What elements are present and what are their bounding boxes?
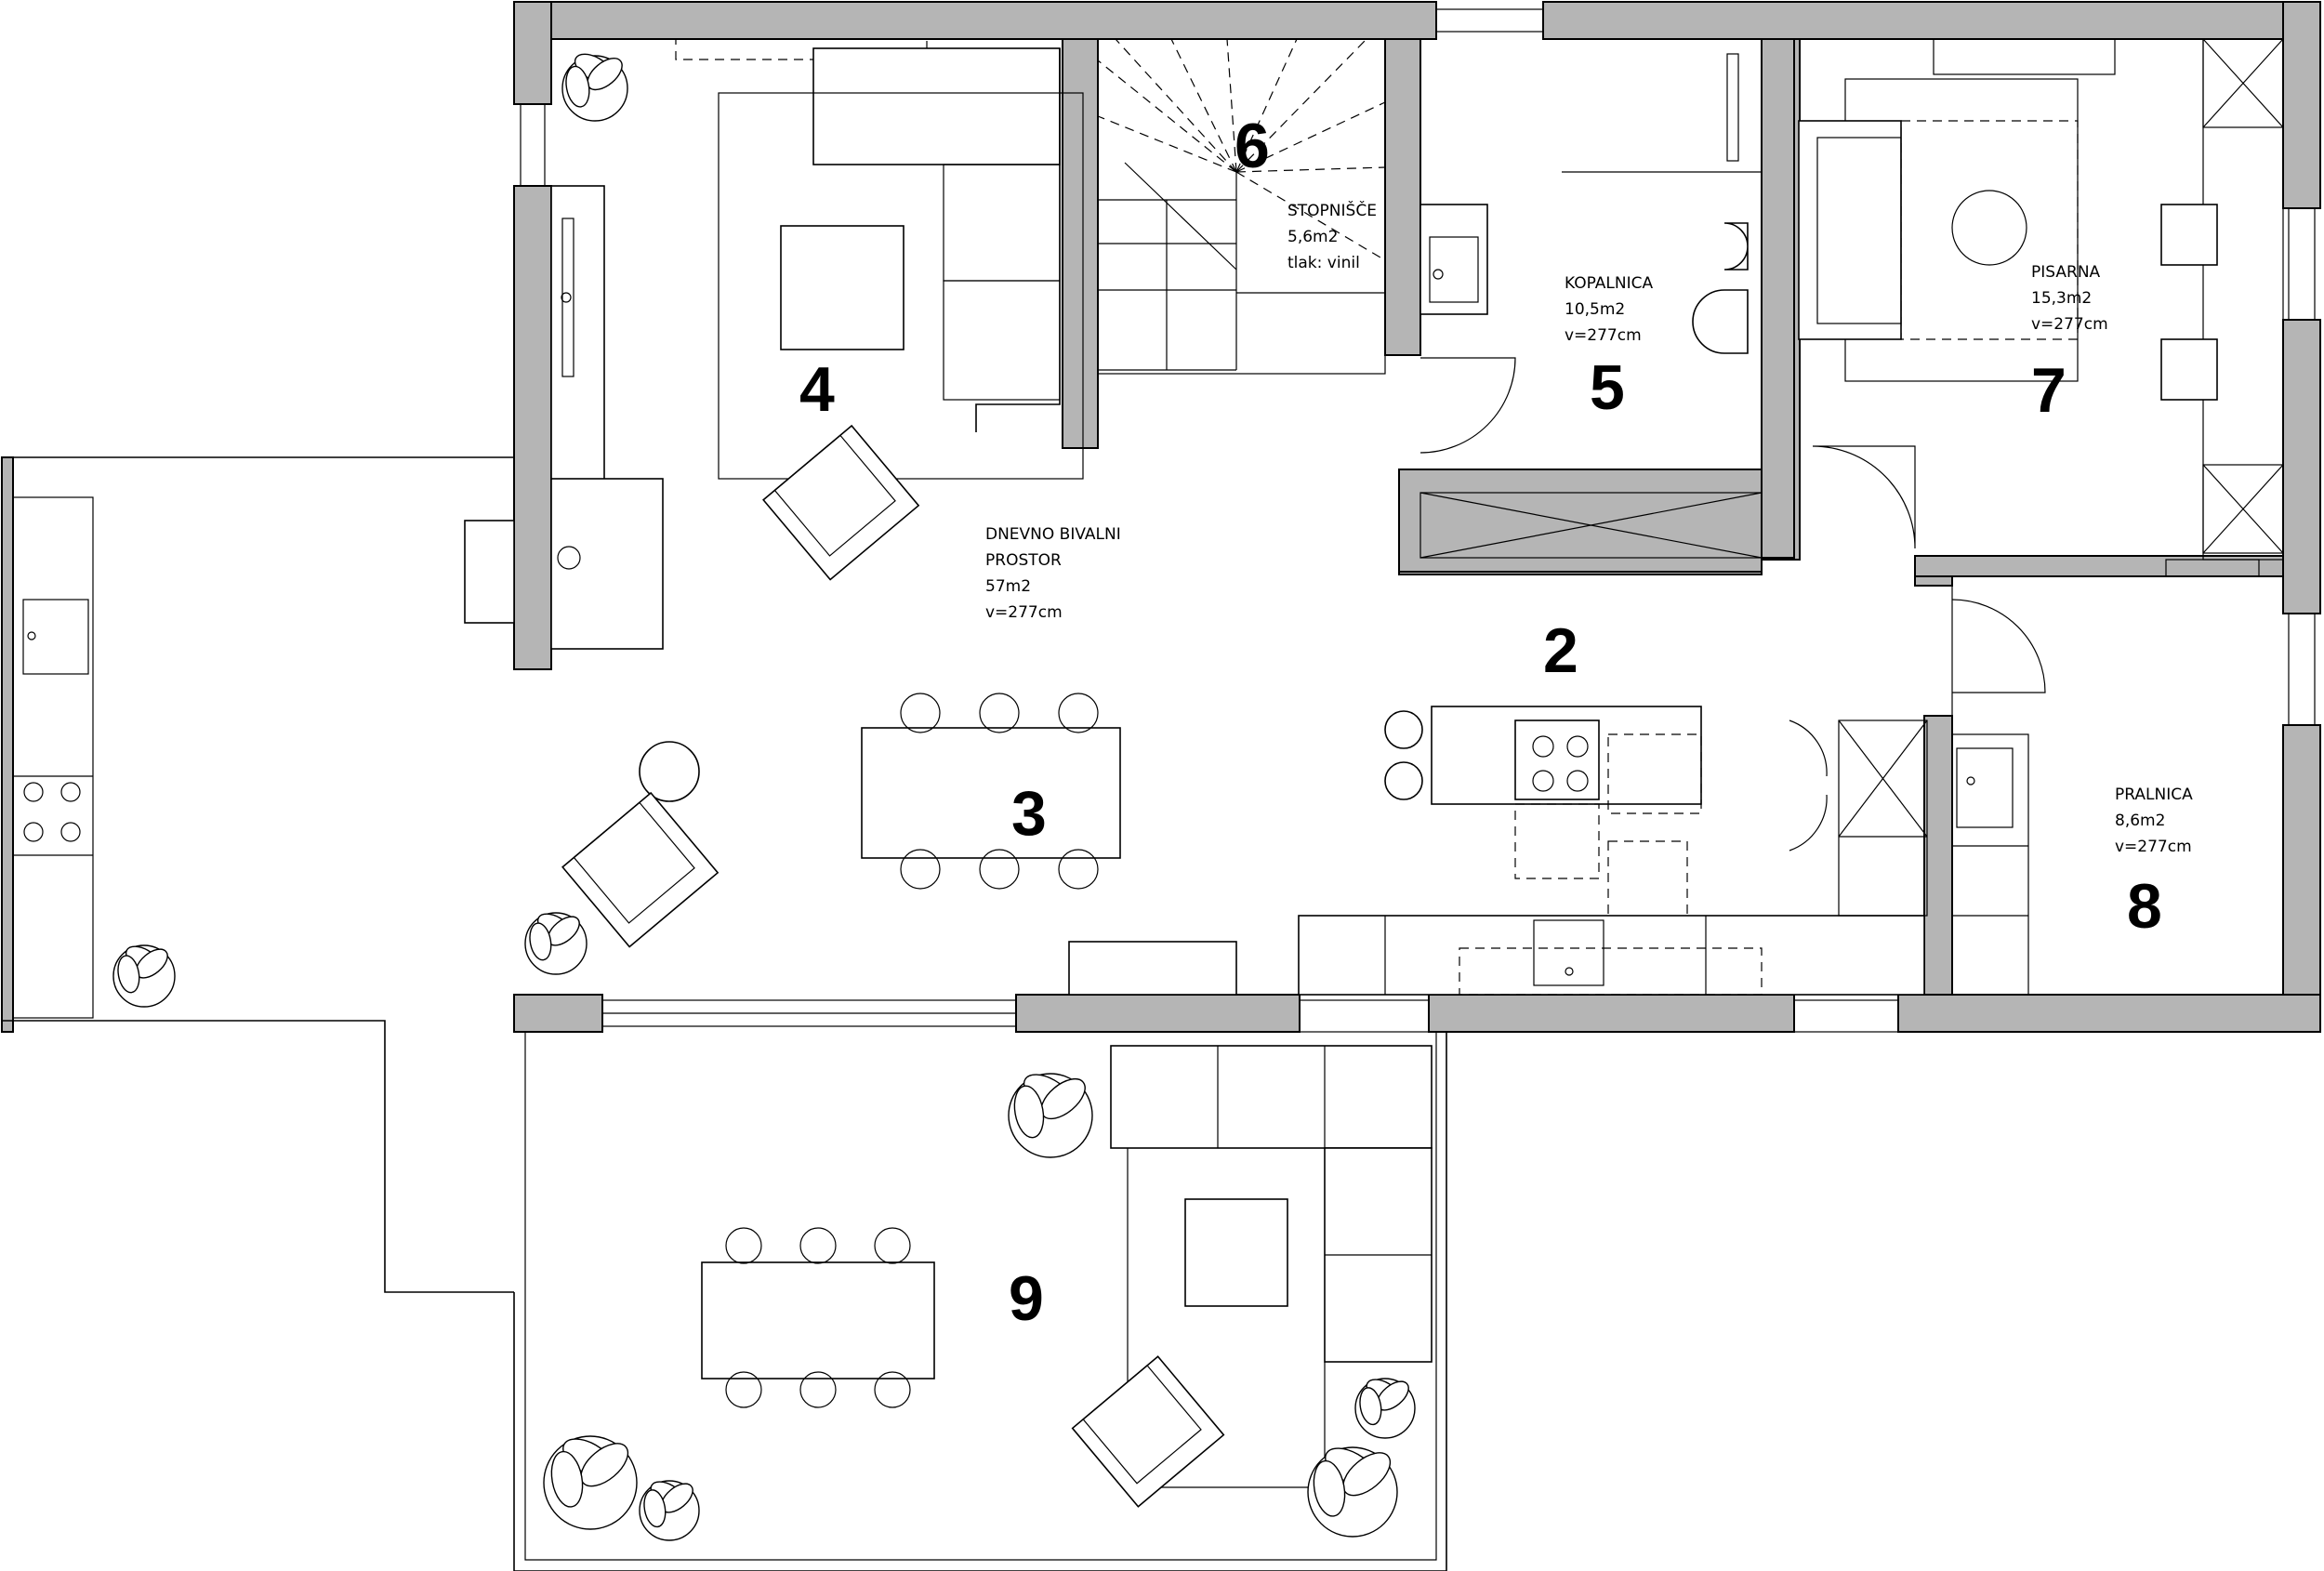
bathroom bbox=[1398, 53, 1763, 573]
room-number-9: 9 bbox=[1009, 1263, 1044, 1334]
room-number-7: 7 bbox=[2031, 355, 2067, 426]
kitchen bbox=[1298, 576, 1953, 996]
room-area-laundry: 8,6m2 bbox=[2115, 812, 2165, 830]
laundry bbox=[1951, 599, 2046, 996]
room-name-bathroom: KOPALNICA bbox=[1565, 274, 1653, 293]
room-labels: 2 3 4 5 6 7 8 9 DNEVNO BIVALNI PROSTOR 5… bbox=[799, 111, 2193, 1334]
room-area-bathroom: 10,5m2 bbox=[1565, 300, 1625, 319]
room-height-office: v=277cm bbox=[2031, 315, 2108, 334]
room-height-living: v=277cm bbox=[985, 603, 1063, 622]
room-number-6: 6 bbox=[1235, 111, 1270, 181]
room-number-2: 2 bbox=[1543, 615, 1578, 686]
room-number-4: 4 bbox=[799, 354, 835, 425]
room-name-living-1: DNEVNO BIVALNI bbox=[985, 525, 1121, 544]
office bbox=[1798, 38, 2284, 577]
room-number-8: 8 bbox=[2127, 871, 2162, 942]
room-name-laundry: PRALNICA bbox=[2115, 786, 2193, 804]
room-floor-stairs: tlak: vinil bbox=[1287, 254, 1360, 272]
room-number-3: 3 bbox=[1011, 778, 1047, 849]
room-number-5: 5 bbox=[1590, 352, 1625, 423]
room-area-office: 15,3m2 bbox=[2031, 289, 2092, 308]
room-area-living: 57m2 bbox=[985, 577, 1031, 596]
staircase bbox=[1097, 38, 1386, 375]
room-area-stairs: 5,6m2 bbox=[1287, 228, 1338, 246]
exterior-walls bbox=[513, 1, 2321, 1033]
room-height-laundry: v=277cm bbox=[2115, 838, 2192, 856]
room-name-living-2: PROSTOR bbox=[985, 551, 1062, 570]
south-terrace bbox=[513, 1032, 1447, 1571]
room-name-office: PISARNA bbox=[2031, 263, 2101, 282]
plants bbox=[112, 53, 1416, 1541]
left-terrace bbox=[1, 456, 515, 1293]
room-name-stairs: STOPNIŠČE bbox=[1287, 200, 1377, 220]
room-height-bathroom: v=277cm bbox=[1565, 326, 1642, 345]
living-furniture bbox=[514, 38, 1237, 996]
